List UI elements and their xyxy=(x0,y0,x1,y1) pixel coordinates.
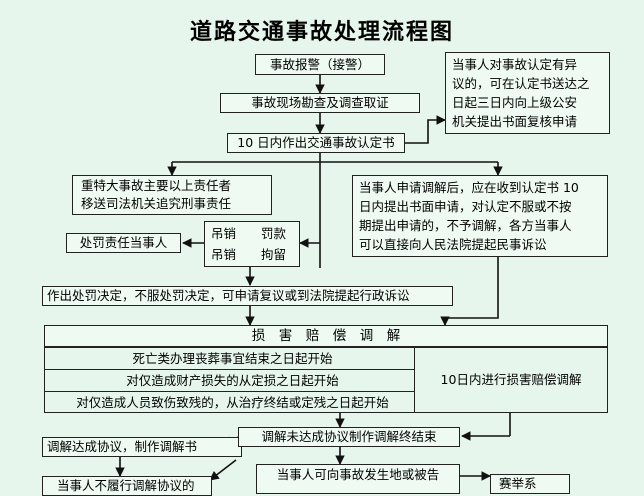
lawsuit-box: 当事人可向事故发生地或被告 xyxy=(256,464,460,494)
mediation-request-line: 日内提出书面申请，对认定不服或不按 xyxy=(359,199,572,214)
damage-result: 10日内进行损害赔偿调解 xyxy=(440,372,582,387)
survey-box: 事故现场勘查及调查取证 xyxy=(220,93,420,113)
right-bottom-box: 赛举系 xyxy=(490,474,570,494)
non-performance-box: 当事人不履行调解协议的 xyxy=(42,476,212,496)
decision-box: 作出处罚决定，不服处罚决定，可申请复议或到法院提起行政诉讼 xyxy=(42,286,453,306)
damage-table: 死亡类办理丧葬事宜结束之日起开始 对仅造成财产损失的从定损之日起开始 对仅造成人… xyxy=(44,347,608,413)
arrow-determine-to-objection xyxy=(405,115,446,144)
damage-header-box: 损 害 赔 偿 调 解 xyxy=(44,325,608,347)
report-box: 事故报警（接警） xyxy=(255,54,385,75)
mediation-request-line: 当事人申请调解后，应在收到认定书 10 xyxy=(359,180,579,195)
criminal-line: 移送司法机关追究刑事责任 xyxy=(81,196,232,211)
mediation-request-line: 可以直接向人民法院提起民事诉讼 xyxy=(359,237,547,252)
objection-line: 议的，可在认定书送达之 xyxy=(452,76,590,91)
mediation-request-line: 期提出申请的，不予调解，各方当事人 xyxy=(359,218,572,233)
page-title: 道路交通事故处理流程图 xyxy=(189,19,454,45)
agreement-box: 调解达成协议，制作调解书 xyxy=(42,437,242,457)
objection-box: 当事人对事故认定有异 议的，可在认定书送达之 日起三日内向上级公安 机关提出书面… xyxy=(445,52,610,134)
determination-box: 10 日内作出交通事故认定书 xyxy=(227,133,405,153)
damage-row-injury: 对仅造成人员致伤致残的，从治疗终结或定残之日起开始 xyxy=(45,392,415,413)
penalties-box: 吊销 罚款 吊销 拘留 xyxy=(204,221,300,267)
penalty-line: 吊销 罚款 xyxy=(211,226,287,241)
no-agreement-box: 调解未达成协议制作调解终结束 xyxy=(238,427,460,447)
criminal-box: 重特大事故主要以上责任者 移送司法机关追究刑事责任 xyxy=(72,175,272,215)
criminal-line: 重特大事故主要以上责任者 xyxy=(81,178,232,193)
objection-line: 当事人对事故认定有异 xyxy=(452,57,578,72)
punish-box: 处罚责任当事人 xyxy=(66,233,181,253)
mediation-request-box: 当事人申请调解后，应在收到认定书 10 日内提出书面申请，对认定不服或不按 期提… xyxy=(352,175,608,257)
damage-row-property: 对仅造成财产损失的从定损之日起开始 xyxy=(45,370,415,392)
objection-line: 日起三日内向上级公安 xyxy=(452,95,578,110)
objection-line: 机关提出书面复核申请 xyxy=(452,114,578,129)
arrow-agreement-down xyxy=(209,459,237,481)
damage-row-funeral: 死亡类办理丧葬事宜结束之日起开始 xyxy=(45,348,415,370)
penalty-line: 吊销 拘留 xyxy=(211,247,287,262)
